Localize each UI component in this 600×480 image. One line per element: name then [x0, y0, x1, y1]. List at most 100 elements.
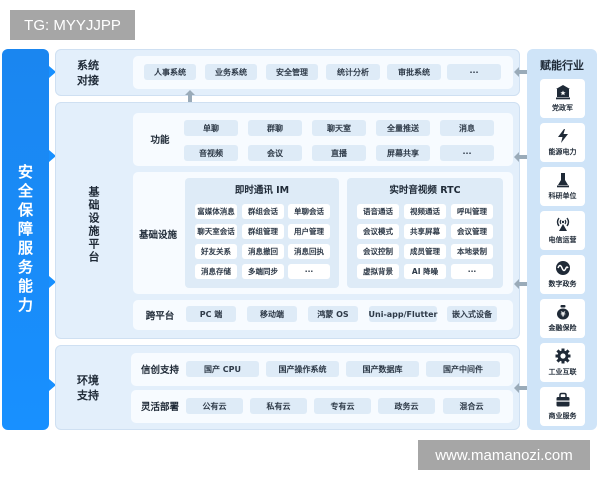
- money-bag-icon: ¥: [556, 305, 569, 320]
- deployment-item: 私有云: [250, 398, 307, 414]
- function-item: 群聊: [248, 120, 302, 136]
- arrow-right-icon: [49, 379, 56, 391]
- function-item: 音视频: [184, 145, 238, 161]
- platform-item-uniapp-flutter: Uni-app/Flutter: [369, 306, 437, 322]
- deployment-item: 专有云: [314, 398, 371, 414]
- im-item: 群组管理: [242, 224, 284, 239]
- deployment-item: 公有云: [186, 398, 243, 414]
- system-item-security: 安全管理: [266, 64, 318, 80]
- xinchuang-label: 信创支持: [140, 365, 179, 376]
- title-line: 对接: [77, 74, 99, 87]
- title-line: 环境: [77, 374, 99, 387]
- rtc-item: ···: [451, 264, 493, 279]
- industry-card-industrial: 工业互联: [540, 343, 585, 382]
- briefcase-icon: [556, 392, 569, 407]
- system-item-hr: 人事系统: [144, 64, 196, 80]
- im-item: ···: [288, 264, 330, 279]
- wave-circle-icon: [555, 261, 570, 275]
- rtc-item: AI 降噪: [404, 264, 446, 279]
- industry-card-energy: 能源电力: [540, 123, 585, 162]
- xinchuang-item: 国产 CPU: [186, 361, 259, 377]
- rtc-item: 会议控制: [357, 244, 399, 259]
- arrow-right-icon: [49, 66, 56, 78]
- platform-item-mobile: 移动端: [247, 306, 297, 322]
- security-capability-bar: 安全保障服务能力: [2, 49, 49, 430]
- rtc-item: 虚拟背景: [357, 264, 399, 279]
- flask-icon: [556, 173, 569, 188]
- function-item: ···: [440, 145, 494, 161]
- industry-card-commerce: 商业服务: [540, 387, 585, 426]
- industry-label: 党政军: [552, 104, 573, 112]
- signal-tower-icon: [556, 217, 569, 231]
- function-item: 直播: [312, 145, 366, 161]
- horizontal-double-arrow-icon: [514, 383, 536, 393]
- rtc-item: 会议管理: [451, 224, 493, 239]
- im-item: 消息存储: [195, 264, 237, 279]
- industry-label: 商业服务: [548, 412, 577, 420]
- lightning-icon: [557, 129, 568, 143]
- industry-card-telecom: 电信运营: [540, 211, 585, 250]
- deployment-item: 政务云: [378, 398, 435, 414]
- horizontal-double-arrow-icon: [514, 67, 536, 77]
- industry-label: 金融保险: [548, 324, 577, 332]
- government-building-icon: [555, 85, 570, 100]
- arrow-right-icon: [49, 150, 56, 162]
- im-title: 即时通讯 IM: [234, 185, 290, 196]
- im-item: 富媒体消息: [195, 204, 237, 219]
- function-item: 消息: [440, 120, 494, 136]
- horizontal-double-arrow-icon: [514, 152, 536, 162]
- rtc-item: 共享屏幕: [404, 224, 446, 239]
- function-item: 全量推送: [376, 120, 430, 136]
- gear-icon: [555, 348, 570, 364]
- rtc-item: 视频通话: [404, 204, 446, 219]
- im-item: 聊天室会话: [195, 224, 237, 239]
- industry-label: 工业互联: [548, 368, 577, 376]
- industry-label: 数字政务: [548, 280, 577, 288]
- cross-platform-label: 跨平台: [145, 311, 175, 322]
- rtc-item: 语音通话: [357, 204, 399, 219]
- functions-label: 功能: [150, 135, 170, 146]
- rtc-item: 本地录制: [451, 244, 493, 259]
- system-item-business: 业务系统: [205, 64, 257, 80]
- rtc-item: 会议模式: [357, 224, 399, 239]
- function-item: 单聊: [184, 120, 238, 136]
- industry-card-finance: ¥ 金融保险: [540, 299, 585, 338]
- tg-watermark: TG: MYYJJPP: [10, 10, 135, 40]
- infrastructure-label: 基础设施: [138, 230, 177, 241]
- im-item: 群组会话: [242, 204, 284, 219]
- function-item: 屏幕共享: [376, 145, 430, 161]
- system-item-analytics: 统计分析: [326, 64, 380, 80]
- horizontal-double-arrow-icon: [514, 279, 536, 289]
- xinchuang-item: 国产操作系统: [266, 361, 339, 377]
- im-item: 消息撤回: [242, 244, 284, 259]
- im-item: 消息回执: [288, 244, 330, 259]
- rtc-item: 呼叫管理: [451, 204, 493, 219]
- industry-card-research: 科研单位: [540, 167, 585, 206]
- title-line: 支持: [77, 389, 99, 402]
- system-integration-title: 系统 对接: [68, 58, 108, 88]
- svg-text:¥: ¥: [560, 311, 565, 319]
- rtc-title: 实时音视频 RTC: [389, 185, 461, 196]
- security-capability-label: 安全保障服务能力: [16, 163, 34, 316]
- industry-label: 能源电力: [548, 148, 577, 156]
- im-item: 用户管理: [288, 224, 330, 239]
- system-item-approval: 审批系统: [387, 64, 441, 80]
- industry-card-digital-gov: 数字政务: [540, 255, 585, 294]
- platform-item-harmonyos: 鸿蒙 OS: [308, 306, 358, 322]
- platform-item-pc: PC 端: [186, 306, 236, 322]
- system-item-more: ···: [447, 64, 501, 80]
- industries-title: 赋能行业: [540, 59, 584, 72]
- im-item: 多端同步: [242, 264, 284, 279]
- im-item: 单聊会话: [288, 204, 330, 219]
- industry-card-government: 党政军: [540, 79, 585, 118]
- function-item: 聊天室: [312, 120, 366, 136]
- industry-label: 电信运营: [548, 236, 577, 244]
- rtc-item: 成员管理: [404, 244, 446, 259]
- environment-support-title: 环境 支持: [68, 373, 108, 403]
- title-line: 系统: [77, 59, 99, 72]
- platform-item-embedded: 嵌入式设备: [447, 306, 497, 322]
- deployment-item: 混合云: [443, 398, 500, 414]
- arrow-right-icon: [49, 276, 56, 288]
- xinchuang-item: 国产中间件: [426, 361, 500, 377]
- xinchuang-item: 国产数据库: [346, 361, 419, 377]
